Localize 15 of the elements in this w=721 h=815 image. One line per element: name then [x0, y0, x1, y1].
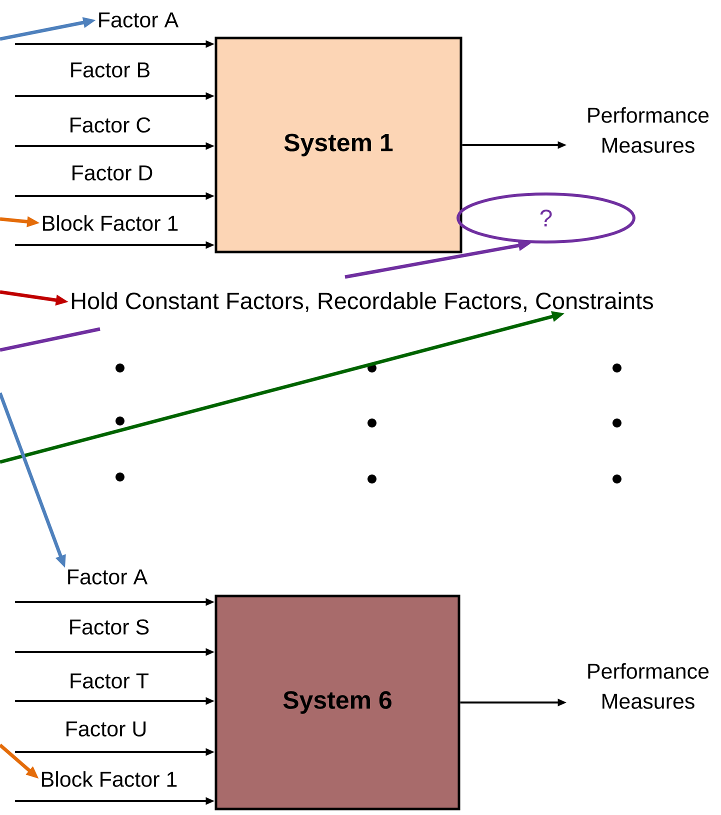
factor-label: Block Factor 1	[43, 215, 178, 231]
factor-label: Factor B	[71, 62, 150, 78]
output-label: Performance Measures	[588, 107, 709, 153]
factor-label: Factor D	[72, 166, 152, 180]
factor-label: Factor U	[66, 722, 146, 736]
output-label: Performance Measures	[588, 663, 709, 709]
system-box: System 1	[214, 36, 462, 254]
factor-label: Factor S	[70, 619, 149, 635]
factor-label: Factor A	[68, 570, 148, 584]
factor-label: Block Factor 1	[42, 771, 177, 787]
system-box: System 6	[214, 594, 460, 810]
factor-label: Hold Constant Factors, Recordable Factors, Constraints	[72, 292, 653, 312]
factor-label: Factor A	[99, 12, 179, 28]
factor-label: Factor T	[70, 674, 148, 688]
factor-label: Factor C	[70, 117, 150, 133]
